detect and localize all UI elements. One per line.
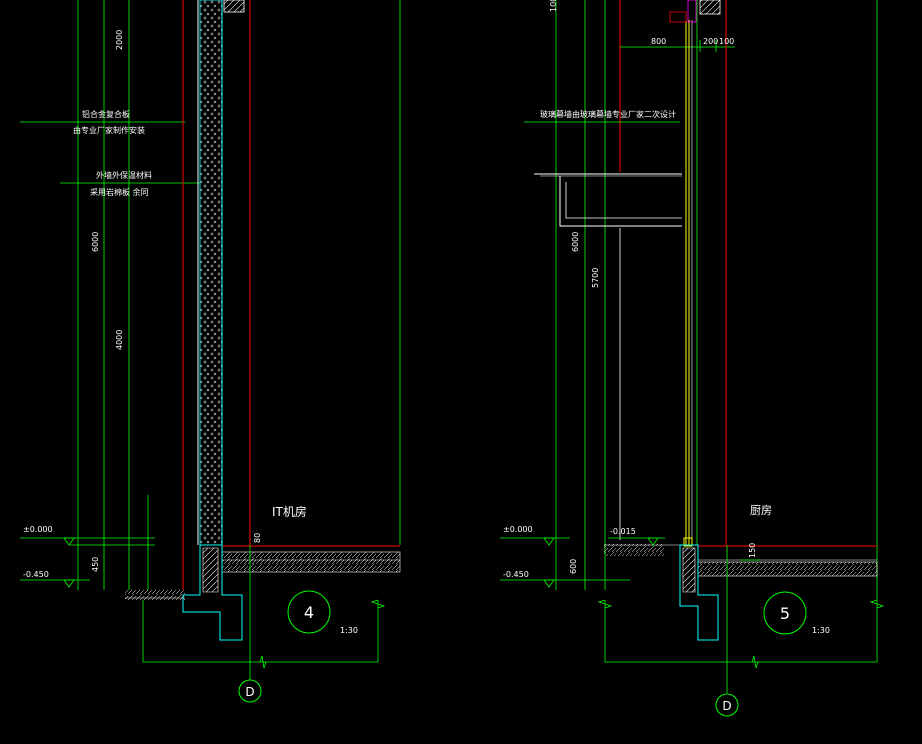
- right-floor-slab: [697, 561, 878, 577]
- right-detail-circle: [763, 591, 807, 635]
- left-top-cap: [223, 0, 245, 13]
- right-foundation: [679, 544, 719, 641]
- left-axis-bubble: [238, 679, 262, 703]
- left-dim-450: 450: [91, 557, 100, 572]
- right-level-neg015: -0.015: [610, 527, 636, 536]
- left-note-1: 铝合金复合板: [82, 109, 130, 119]
- right-dim-200: 200: [703, 37, 718, 46]
- left-detail-number: 4: [304, 603, 314, 622]
- left-floor-slab: [221, 551, 401, 573]
- right-detail: 100 800 200 100 6000 5700 600 150 ±0.000…: [500, 0, 885, 717]
- left-level-0: ±0.000: [23, 525, 53, 534]
- right-dim-6000: 6000: [571, 232, 580, 252]
- left-dim-80: 80: [253, 533, 262, 543]
- right-dim-5700: 5700: [591, 268, 600, 288]
- right-level-marker-2: [543, 579, 555, 588]
- left-detail: 2000 6000 4000 450 80 ±0.000 -0.450 铝合金复…: [20, 0, 401, 703]
- right-note-1: 玻璃幕墙由玻璃幕墙专业厂家二次设计: [540, 109, 676, 119]
- right-outdoor-ground: [604, 544, 664, 556]
- right-axis-label: D: [722, 699, 731, 713]
- left-axis-label: D: [245, 685, 254, 699]
- right-canopy-beam: [559, 176, 682, 227]
- right-dim-100: 100: [719, 37, 734, 46]
- left-detail-frame: [142, 600, 379, 663]
- right-top-bracket: [687, 0, 697, 23]
- left-note-2: 由专业厂家制作安装: [73, 125, 145, 135]
- left-level-neg450: -0.450: [23, 570, 49, 579]
- right-level-0: ±0.000: [503, 525, 533, 534]
- right-dim-600: 600: [569, 559, 578, 574]
- right-dim-150: 150: [748, 543, 757, 558]
- right-axis-bubble: [715, 693, 739, 717]
- left-insulation: [199, 0, 223, 546]
- right-dim-800: 800: [651, 37, 666, 46]
- left-note-3: 外墙外保温材料: [96, 170, 152, 180]
- right-level-marker-1: [543, 537, 555, 546]
- left-scale: 1:30: [340, 626, 358, 635]
- right-detail-number: 5: [780, 604, 790, 623]
- right-curtain-base: [683, 537, 693, 547]
- right-level-neg450: -0.450: [503, 570, 529, 579]
- right-detail-frame: [604, 600, 878, 663]
- left-note-4: 采用岩棉板 余同: [90, 187, 149, 197]
- right-dim-100-top: 100: [549, 0, 558, 12]
- right-scale: 1:30: [812, 626, 830, 635]
- left-dim-4000: 4000: [115, 330, 124, 350]
- left-level-marker-1: [63, 537, 75, 546]
- left-foundation: [182, 544, 243, 641]
- left-level-marker-2: [63, 579, 75, 588]
- left-dim-6000: 6000: [91, 232, 100, 252]
- left-dim-2000: 2000: [115, 30, 124, 50]
- right-top-cap: [699, 0, 721, 15]
- left-detail-circle: [287, 590, 331, 634]
- right-level-marker-3: [647, 537, 659, 546]
- left-room-label: IT机房: [272, 504, 307, 519]
- right-room-label: 厨房: [750, 504, 772, 517]
